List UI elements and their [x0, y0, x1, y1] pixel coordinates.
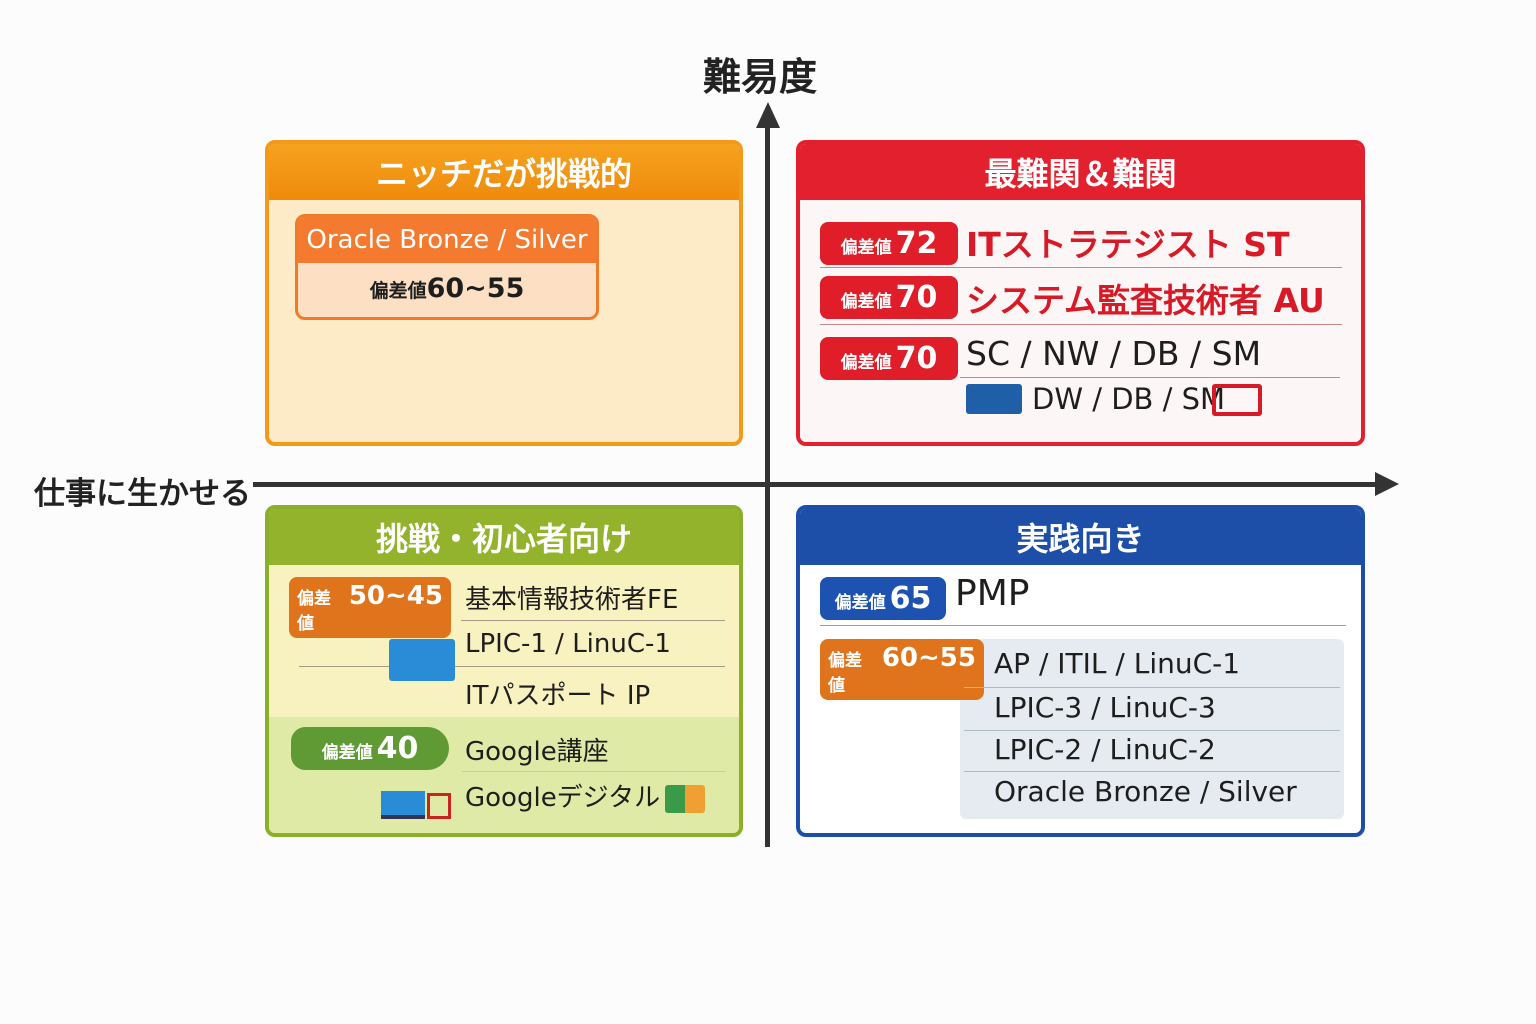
badge-prefix: 偏差値	[369, 280, 427, 302]
quadrant-title: 挑戦・初心者向け	[269, 509, 739, 565]
cert-sub-item: DW / DB / SM	[1032, 382, 1226, 416]
cert-item: ITストラテジスト ST	[966, 225, 1290, 264]
y-axis-arrow-icon	[756, 102, 780, 128]
cert-item: LPIC-1 / LinuC-1	[465, 629, 671, 659]
cert-item: 基本情報技術者FE	[465, 585, 679, 615]
x-axis-label: 仕事に生かせる	[34, 476, 251, 512]
cert-item: Googleデジタル	[465, 783, 661, 813]
book-icon	[427, 793, 451, 819]
x-axis-arrow-icon	[1375, 472, 1399, 496]
cert-item: Oracle Bronze / Silver	[994, 775, 1297, 808]
cert-item: ITパスポート IP	[465, 681, 651, 711]
computer-icon	[389, 639, 455, 681]
quadrant-title: ニッチだが挑戦的	[269, 144, 739, 200]
cert-item: AP / ITIL / LinuC-1	[994, 647, 1241, 680]
laptop-icon	[1212, 384, 1262, 416]
cert-item: PMP	[955, 573, 1030, 614]
quadrant-niche-challenging: ニッチだが挑戦的 Oracle Bronze / Silver 偏差値 60~5…	[265, 140, 743, 446]
laptop-icon	[381, 791, 425, 819]
quadrant-title: 実践向き	[800, 509, 1361, 565]
y-axis-label: 難易度	[703, 55, 818, 99]
server-icon	[966, 384, 1022, 414]
cert-item: LPIC-2 / LinuC-2	[994, 733, 1216, 766]
quadrant-title: 最難関＆難関	[800, 144, 1361, 200]
oracle-card-title: Oracle Bronze / Silver	[298, 217, 596, 263]
cert-item: システム監査技術者 AU	[966, 281, 1325, 320]
cert-item: Google講座	[465, 737, 609, 767]
cert-item: SC / NW / DB / SM	[966, 334, 1262, 373]
x-axis-line	[253, 482, 1383, 487]
badge-value: 60~55	[426, 273, 525, 304]
cert-item: LPIC-3 / LinuC-3	[994, 691, 1216, 724]
oracle-card: Oracle Bronze / Silver 偏差値 60~55	[295, 214, 599, 320]
documents-icon	[665, 785, 705, 813]
